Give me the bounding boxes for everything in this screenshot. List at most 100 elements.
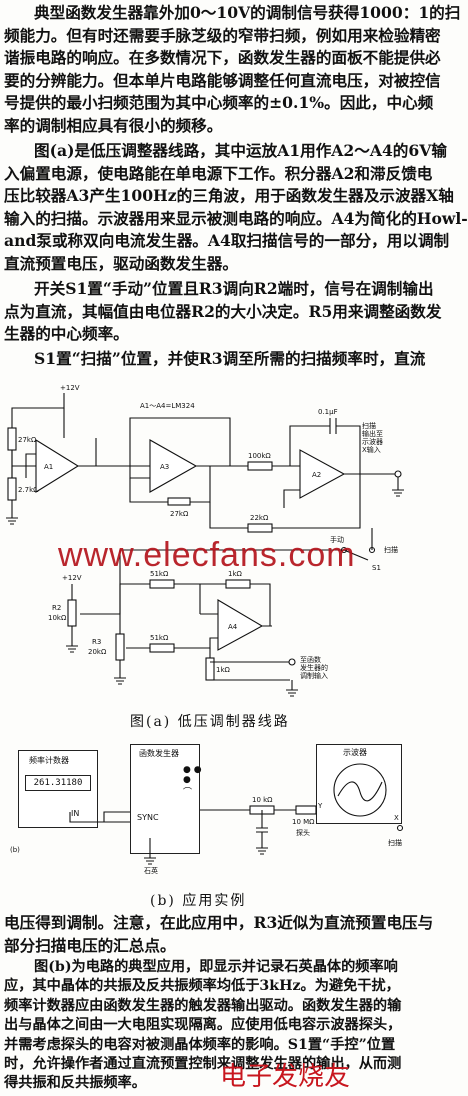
supply-label: +12V <box>62 574 82 582</box>
text-line: 输入的扫描。示波器用来显示被测电路的响应。A4为简化的Howl- <box>4 208 468 228</box>
sweep-input-label: 扫描 <box>388 839 402 847</box>
probe-10m <box>295 805 317 815</box>
text-line: 入偏置电源，使电路能在单电源下工作。积分器A2和滞反馈电 <box>4 163 433 183</box>
crystal <box>256 810 268 855</box>
text-line: 出与晶体之间由一大电阻实现隔离。应使用低电容示波器探头， <box>4 1017 402 1034</box>
figure-b: 频率计数器 261.31180 IN 函数发生器 SYNC ● ●●⌒ 示波器 … <box>0 738 416 888</box>
counter-display: 261.31180 <box>25 775 91 791</box>
resistor <box>7 427 17 451</box>
pot-value: 20kΩ <box>88 648 107 656</box>
figure-a-caption: 图(a) 低压调制器线路 <box>130 714 290 730</box>
probe-label: 10 MΩ <box>292 818 315 826</box>
text-line: 部分扫描电压的汇总点。 <box>4 935 176 955</box>
text-line: 并需考虑探头的电容对被测晶体频率的影响。S1置“手控”位置 <box>4 1036 396 1053</box>
switch-manual-label: 手动 <box>330 535 344 544</box>
text-line: 图(b)为电路的典型应用，即显示并记录石英晶体的频率响 <box>34 959 398 975</box>
output-terminal <box>394 470 402 478</box>
text-line: S1置“扫描”位置，并使R3调至所需的扫描频率时，直流 <box>34 349 426 368</box>
resistor <box>247 523 273 533</box>
response-trace <box>337 781 383 802</box>
resistor <box>167 497 191 506</box>
resistor-label: 51kΩ <box>150 634 169 642</box>
resistor-label: 10 kΩ <box>252 796 273 804</box>
text-line: 点为直流，其幅值由电位器R2的大小决定。R5用来调整函数发 <box>4 301 442 321</box>
crystal-label: 石英 <box>144 867 158 875</box>
ic-note: A1～A4=LM324 <box>140 402 195 410</box>
capacitor <box>329 418 337 434</box>
x-input-terminal <box>396 824 404 832</box>
wire <box>11 450 36 467</box>
text-line: 压比较器A3产生100Hz的三角波，用于函数发生器及示波器X轴 <box>4 186 454 206</box>
text-line: 得共振和反共振频率。 <box>4 1075 146 1092</box>
fg-output-label: 至函数发生器的调制输入 <box>300 655 328 680</box>
text-line: 应，其中晶体的共振及反共振频率均低于3kHz。为避免干扰， <box>4 978 400 995</box>
function-generator: 函数发生器 SYNC ● ●●⌒ <box>130 744 202 854</box>
resistor <box>247 461 273 471</box>
input-label: IN <box>71 809 80 818</box>
switch-manual-paragraph: 开关S1置“手动”位置且R3调向R2端时，信号在调制输出 点为直流，其幅值由电位… <box>0 278 442 346</box>
supply-label: +12V <box>60 384 80 392</box>
figure-tag: (b) <box>10 846 20 854</box>
opamp-label: A1 <box>44 463 53 471</box>
text-line: 电压得到调制。注意，在此应用中，R3近似为直流预置电压与 <box>4 913 434 932</box>
resistor-label: 22kΩ <box>250 514 269 522</box>
x-input-label: X <box>394 814 399 822</box>
opamp-label: A4 <box>228 623 238 631</box>
switch-label: S1 <box>372 564 381 572</box>
text-line: 要的分辨能力。但本单片电路能够调整任何直流电压，对被控信 <box>4 70 441 90</box>
opamp-a3 <box>149 439 198 493</box>
resistor-label: 27kΩ <box>170 510 189 518</box>
pot-label: R2 <box>52 604 61 612</box>
knob-icon[interactable]: ● ●●⌒ <box>183 765 202 798</box>
device-title: 函数发生器 <box>139 749 179 758</box>
circuit-description-paragraph: 图(a)是低压调整器线路，其中运放A1用作A2～A4的6V输 入偏置电源，使电路… <box>0 140 468 276</box>
text-line: 号提供的最小扫频范围为其中心频率的±0.1%。因此，中心频 <box>4 93 434 113</box>
text-line: 谐振电路的响应。在多数情况下，函数发生器的面板不能提供必 <box>4 48 441 68</box>
potentiometer-r2 <box>67 599 77 627</box>
opamp-a1 <box>35 439 80 493</box>
opamp-a2 <box>299 449 346 499</box>
text-line: 频率计数器应由函数发生器的触发器输出驱动。函数发生器的输 <box>4 997 402 1014</box>
text-line: 图(a)是低压调整器线路，其中运放A1用作A2～A4的6V输 <box>34 141 447 160</box>
resistor <box>149 643 175 653</box>
switch-s1[interactable] <box>343 549 369 561</box>
text-line: 时，允许操作者通过直流预置控制来调整发生器的输出，从而测 <box>4 1056 402 1073</box>
resistor-label: 1kΩ <box>216 666 231 674</box>
capacitor-label: 0.1μF <box>318 408 338 416</box>
resistor-label: 27kΩ <box>18 436 37 444</box>
frequency-counter: 频率计数器 261.31180 IN <box>18 750 98 828</box>
text-line: 开关S1置“手动”位置且R3调向R2端时，信号在调制输出 <box>34 279 434 298</box>
resistor <box>149 579 175 589</box>
resistor-label: 1kΩ <box>228 570 243 578</box>
opamp-a4 <box>217 599 264 651</box>
resistor <box>225 579 251 589</box>
pot-value: 10kΩ <box>48 614 67 622</box>
pot-label: R3 <box>92 638 101 646</box>
summary-paragraph: 电压得到调制。注意，在此应用中，R3近似为直流预置电压与 部分扫描电压的汇总点。 <box>0 912 434 957</box>
probe-text: 探头 <box>296 829 310 837</box>
text-line: 生器的中心频率。 <box>4 324 129 344</box>
text-line: 频能力。但有时还需要手脉芝级的窄带扫频，例如用来检验精密 <box>4 25 441 45</box>
figure-a-schematic: +12V 27kΩ 2.7kΩ A1 A1～A4=LM324 A3 27kΩ 1… <box>6 384 404 697</box>
text-line: 直流预置电压，驱动函数发生器。 <box>4 253 238 273</box>
application-paragraph: 图(b)为电路的典型应用，即显示并记录石英晶体的频率响 应，其中晶体的共振及反共… <box>0 958 416 1094</box>
y-input-label: Y <box>318 802 323 810</box>
resistor-label: 2.7kΩ <box>18 486 39 494</box>
figure-b-caption: (b) 应用实例 <box>150 893 247 909</box>
resistor-label: 51kΩ <box>150 570 169 578</box>
potentiometer-r3 <box>115 633 125 661</box>
watermark-brand: 电子发烧友 <box>220 1062 351 1092</box>
switch-sweep-label: 扫描 <box>384 545 398 554</box>
opamp-label: A2 <box>312 471 321 479</box>
resistor <box>205 657 215 681</box>
resistor <box>7 477 17 501</box>
text-line: 典型函数发生器靠外加0～10V的调制信号获得1000：1的扫 <box>34 3 461 22</box>
modulation-output-terminal <box>288 658 296 666</box>
sync-label: SYNC <box>137 813 159 822</box>
scope-screen <box>333 763 387 817</box>
watermark-url: www.elecfans.com <box>58 536 356 574</box>
text-line: and泵或称双向电流发生器。A4取扫描信号的一部分，用以调制 <box>4 231 450 251</box>
device-title: 频率计数器 <box>29 756 69 765</box>
device-title: 示波器 <box>343 748 367 757</box>
